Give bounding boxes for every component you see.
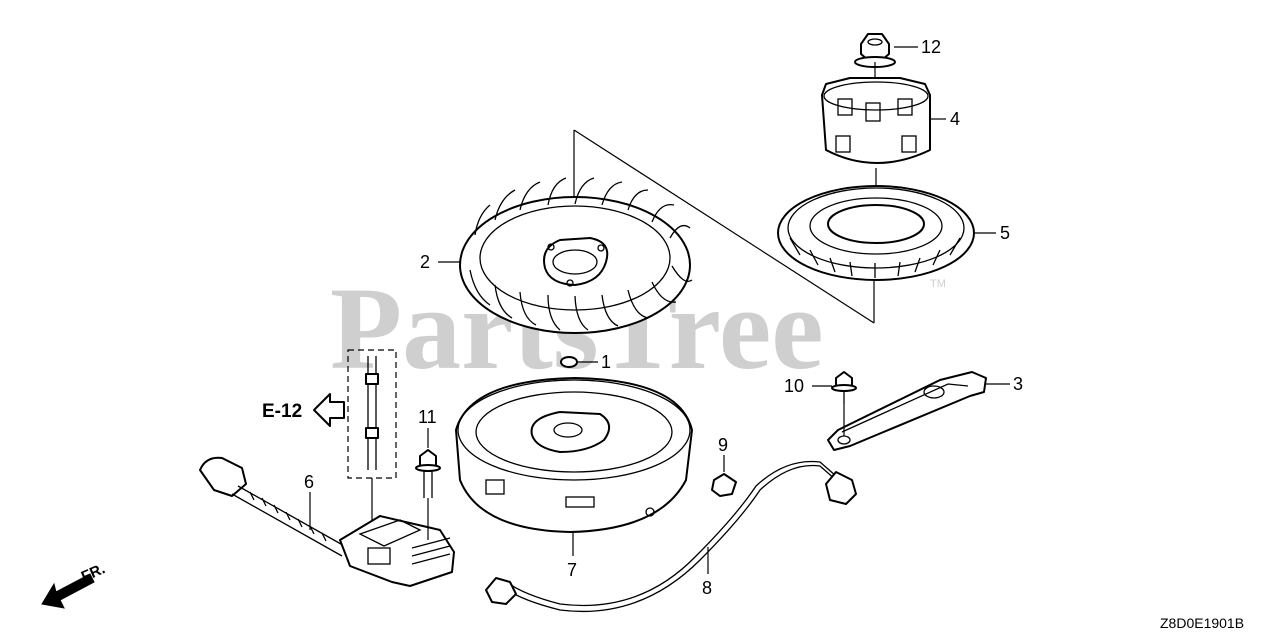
diagram-code: Z8D0E1901B [1160, 615, 1244, 631]
callout-6: 6 [304, 472, 314, 492]
part-starter-pulley [821, 62, 946, 164]
callout-2: 2 [420, 252, 430, 272]
part-ignition-coil [199, 456, 455, 587]
callout-11: 11 [418, 407, 437, 427]
direction-indicator: FR. [41, 560, 108, 609]
part-flywheel [455, 377, 693, 556]
callout-8: 8 [702, 578, 712, 598]
callout-9: 9 [718, 435, 728, 455]
part-flange-bolt [812, 371, 857, 436]
stud-bolt-group [347, 349, 397, 520]
part-cooling-fan [438, 177, 693, 334]
part-flange-nut [854, 33, 918, 68]
part-recoil-ring [777, 168, 996, 281]
front-arrow-icon [41, 573, 95, 609]
hollow-arrow-icon [313, 393, 345, 427]
callout-1: 1 [601, 352, 611, 372]
reference-e12: E-12 [262, 393, 345, 427]
part-coil-bolt [415, 428, 441, 540]
callout-7: 7 [567, 560, 577, 580]
part-wire-clamp [711, 455, 737, 497]
callout-10: 10 [784, 376, 804, 396]
watermark-trademark: TM [930, 278, 946, 290]
part-cover-plate [827, 371, 1010, 451]
direction-label: FR. [79, 560, 108, 585]
reference-label: E-12 [262, 401, 302, 422]
callout-3: 3 [1013, 374, 1023, 394]
callout-12: 12 [921, 37, 941, 57]
callout-5: 5 [1000, 223, 1010, 243]
callout-4: 4 [950, 109, 960, 129]
part-woodruff-key [560, 356, 598, 368]
callout-labels: 1 2 3 4 5 6 7 8 9 10 11 12 [304, 37, 1023, 598]
part-stop-wire [485, 460, 857, 613]
